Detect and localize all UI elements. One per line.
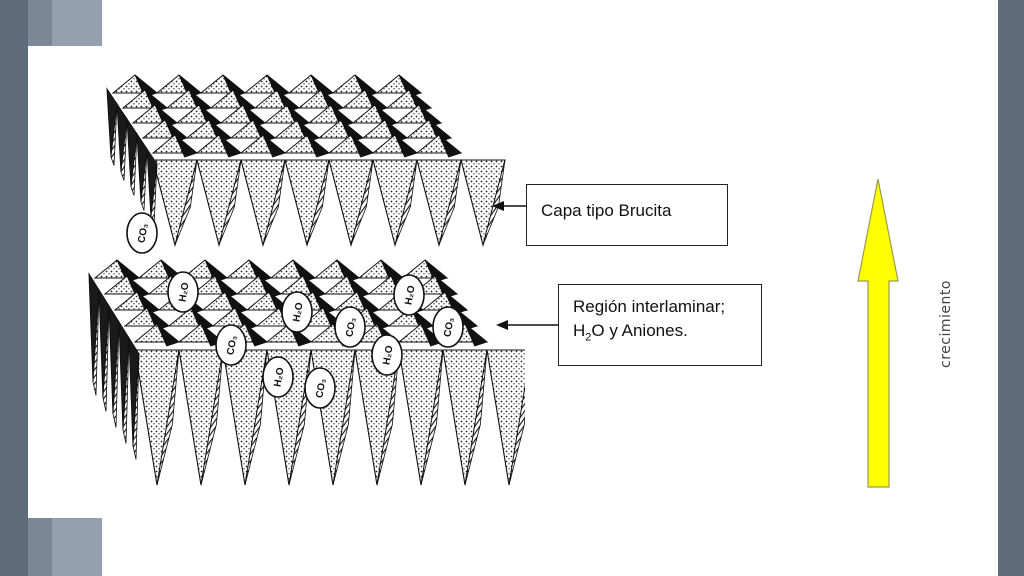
water-molecule: H₂O: [262, 356, 294, 398]
interlayer-rest: O y Aniones.: [591, 321, 688, 340]
right-dark-bar: [998, 0, 1024, 576]
growth-label: crecimiento: [938, 280, 954, 368]
svg-text:CO₃: CO₃: [314, 377, 328, 399]
octahedra-slab: [106, 74, 506, 248]
svg-text:CO₃: CO₃: [225, 334, 239, 356]
interlayer-label-line1: Región interlaminar;: [573, 297, 726, 316]
carbonate-molecule: CO₃: [304, 367, 336, 409]
interlayer-molecules: CO₃ H₂O H₂O CO₃ H₂O CO₃ CO₃ H₂O H₂O CO₃: [126, 212, 464, 409]
carbonate-molecule: CO₃: [126, 212, 158, 254]
carbonate-molecule: CO₃: [334, 306, 366, 348]
brucite-layer-label: Capa tipo Brucita: [541, 201, 672, 220]
water-molecule: H₂O: [371, 334, 403, 376]
ldh-structure-illustration: CO₃ H₂O H₂O CO₃ H₂O CO₃ CO₃ H₂O H₂O CO₃: [88, 74, 525, 486]
interlayer-h: H: [573, 321, 586, 340]
water-molecule: H₂O: [393, 274, 425, 316]
interlayer-label-box: Región interlaminar; H2O y Aniones.: [558, 284, 762, 366]
carbonate-molecule: CO₃: [215, 324, 247, 366]
octahedra-layers: [88, 74, 525, 486]
svg-text:H₂O: H₂O: [381, 345, 395, 366]
svg-text:CO₃: CO₃: [344, 316, 358, 338]
svg-text:CO₃: CO₃: [136, 222, 150, 244]
brucite-layer-label-box: Capa tipo Brucita: [526, 184, 728, 246]
interlayer-sub: 2: [585, 331, 592, 344]
water-molecule: H₂O: [167, 271, 199, 313]
svg-text:CO₃: CO₃: [442, 316, 456, 338]
interlayer-pointer-head: [496, 320, 508, 330]
water-molecule: H₂O: [281, 291, 313, 333]
svg-text:H₂O: H₂O: [403, 285, 417, 306]
left-accent-bottom: [52, 518, 102, 576]
svg-text:H₂O: H₂O: [177, 282, 191, 303]
interlayer-label-line2: H2O y Aniones.: [573, 319, 761, 349]
octahedra-slab: [88, 259, 525, 486]
left-mid-bar-bottom: [28, 518, 52, 576]
svg-text:H₂O: H₂O: [291, 302, 305, 323]
left-mid-bar-top: [28, 0, 52, 46]
left-accent-top: [52, 0, 102, 46]
brucite-pointer-head: [492, 201, 504, 211]
carbonate-molecule: CO₃: [432, 306, 464, 348]
growth-arrow: [857, 178, 899, 488]
svg-text:H₂O: H₂O: [272, 367, 286, 388]
left-dark-bar: [0, 0, 28, 576]
